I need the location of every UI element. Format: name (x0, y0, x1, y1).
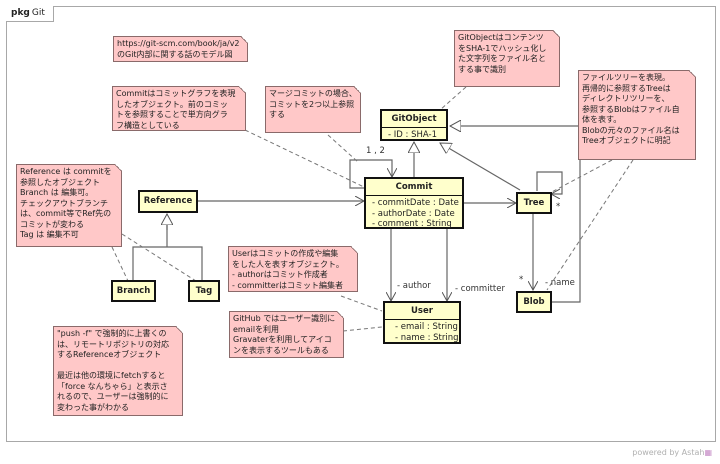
class-tag[interactable]: Tag (188, 280, 220, 302)
note-anchors (111, 86, 634, 332)
label-blob-multiplicity: * (519, 275, 524, 285)
note-github: GitHub ではユーザー識別に emailを利用 Gravaterを利用してア… (229, 311, 344, 358)
class-name: Branch (116, 286, 151, 296)
class-user[interactable]: User - email : String - name : String (383, 301, 461, 344)
class-name: Reference (143, 196, 193, 206)
class-blob[interactable]: Blob (516, 291, 552, 313)
class-commit[interactable]: Commit - commitDate : Date - authorDate … (364, 177, 464, 229)
blob-gitobject-generalization (450, 126, 581, 303)
class-name: Tree (523, 198, 545, 208)
note-push: "push -f" で強制的に上書くの は、リモートリポジトリの対応 するRef… (53, 326, 183, 416)
tree-gitobject-generalization (440, 143, 521, 191)
note-tree: ファイルツリーを表現。 再帰的に参照するTreeは ディレクトリツリーを、 参照… (578, 70, 696, 160)
label-blob-name: - name (545, 278, 575, 288)
astah-logo-icon: ▦ (704, 448, 712, 457)
class-gitobject[interactable]: GitObject - ID : SHA-1 (380, 109, 448, 141)
note-commit: Commitはコミットグラフを表現 したオブジェクト。前のコミッ トを参照するこ… (112, 86, 246, 131)
note-source: https://git-scm.com/book/ja/v2 のGit内部に関す… (113, 36, 248, 62)
note-user: Userはコミットの作成や編集 をした人を表すオブジェクト。 - authorは… (228, 246, 358, 292)
class-name: User (411, 306, 433, 316)
label-author: - author (397, 281, 431, 291)
class-name: GitObject (391, 114, 437, 124)
note-gitobject: GitObjectはコンテンツ をSHA-1でハッシュ化し た文字列をファイル名… (454, 30, 560, 87)
class-name: Tag (195, 286, 213, 296)
class-branch[interactable]: Branch (111, 280, 156, 302)
note-reference: Reference は commitを 参照したオブジェクト Branch は … (16, 164, 122, 247)
class-attributes: - ID : SHA-1 (382, 127, 446, 143)
class-attributes: - email : String - name : String (385, 319, 459, 345)
label-commit-multiplicity: 1 , 2 (366, 146, 385, 156)
label-committer: - committer (455, 284, 505, 294)
label-tree-multiplicity: * (556, 202, 561, 212)
powered-by-astah: powered by Astah▦ (632, 448, 712, 457)
class-tree[interactable]: Tree (516, 192, 552, 214)
class-attributes: - commitDate : Date - authorDate : Date … (366, 195, 462, 232)
class-name: Commit (395, 182, 433, 192)
note-merge: マージコミットの場合、 コミットを2つ以上参照 する (265, 86, 361, 133)
class-name: Blob (523, 297, 545, 307)
commit-self-association (349, 159, 392, 189)
tree-self-association (536, 171, 563, 194)
class-reference[interactable]: Reference (138, 190, 198, 213)
